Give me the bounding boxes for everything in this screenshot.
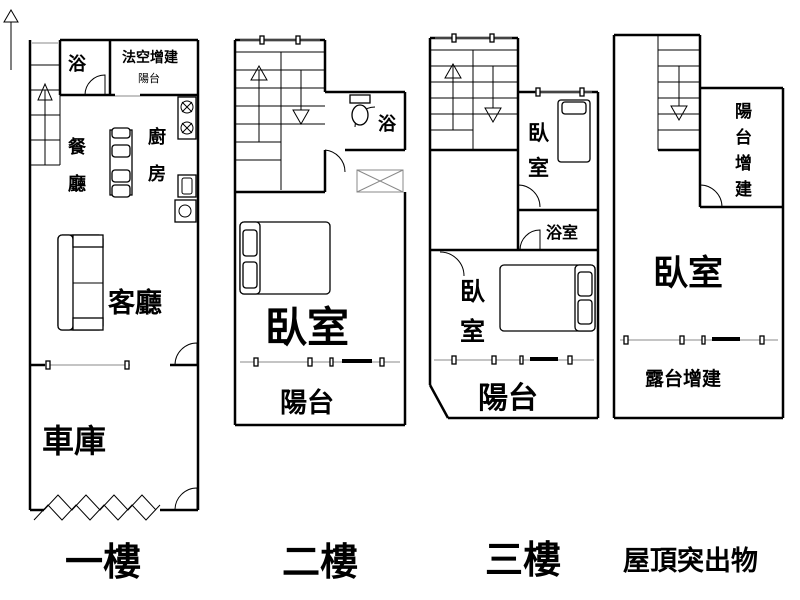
floor1-label: 一樓 xyxy=(65,540,141,584)
floor1-addition-label-1: 法空增建 xyxy=(122,49,178,66)
floor1-kitchen-label-1: 廚 xyxy=(148,126,166,148)
floor1-kitchen-label-2: 房 xyxy=(148,163,166,185)
floor1-plan xyxy=(28,38,200,521)
floor1-garage-label: 車庫 xyxy=(42,422,106,460)
floor3-plan xyxy=(428,33,600,420)
floor1-bath-label: 浴 xyxy=(68,54,87,75)
floor1-stair xyxy=(30,40,61,166)
floor1-living-label: 客廳 xyxy=(108,287,162,319)
void-opening-icon xyxy=(356,169,404,193)
roof-stair xyxy=(657,35,700,150)
roof-bedroom-label: 臥室 xyxy=(653,253,723,294)
sink-icon xyxy=(174,174,197,223)
toilet-icon xyxy=(349,94,371,126)
sofa-icon xyxy=(57,234,104,331)
floor3-stair xyxy=(430,49,518,150)
floor2-balcony-label: 陽台 xyxy=(280,387,334,419)
roof-balcony-addition-label-3: 增 xyxy=(735,153,752,174)
floor3-bath-label: 浴室 xyxy=(546,223,578,242)
stove-icon xyxy=(177,96,197,140)
floor3-balcony-label: 陽台 xyxy=(478,381,538,416)
floor3-small-bedroom-label-2: 室 xyxy=(528,156,549,180)
roof-label: 屋頂突出物 xyxy=(623,545,758,577)
roof-balcony-addition-label-4: 建 xyxy=(735,179,752,200)
north-arrow-icon xyxy=(3,9,19,70)
floor2-stair xyxy=(235,51,325,190)
floor3-small-bedroom-label-1: 臥 xyxy=(528,121,550,145)
floor3-label: 三樓 xyxy=(485,538,561,582)
roof-terrace-addition-label: 露台增建 xyxy=(645,367,721,390)
roof-plan xyxy=(612,33,785,420)
floor1-dining-label-1: 餐 xyxy=(67,136,87,158)
floor2-label: 二樓 xyxy=(282,540,358,584)
dining-table-icon xyxy=(109,127,133,198)
floor3-large-bedroom-label-2: 室 xyxy=(460,317,485,346)
roof-balcony-addition-label-1: 陽 xyxy=(735,102,752,122)
floor1-addition-label-2: 陽台 xyxy=(138,71,160,85)
floor2-plan xyxy=(233,35,407,427)
roof-balcony-addition-label-2: 台 xyxy=(735,127,752,148)
floor3-large-bedroom-label-1: 臥 xyxy=(460,277,486,306)
floor1-dining-label-2: 廳 xyxy=(68,173,86,195)
floor2-bath-label: 浴 xyxy=(378,114,397,135)
floor3-double-bed-icon xyxy=(499,264,596,332)
floor3-single-bed-icon xyxy=(557,99,591,163)
floor2-bedroom-label: 臥室 xyxy=(265,303,349,352)
bed-icon xyxy=(239,221,331,295)
